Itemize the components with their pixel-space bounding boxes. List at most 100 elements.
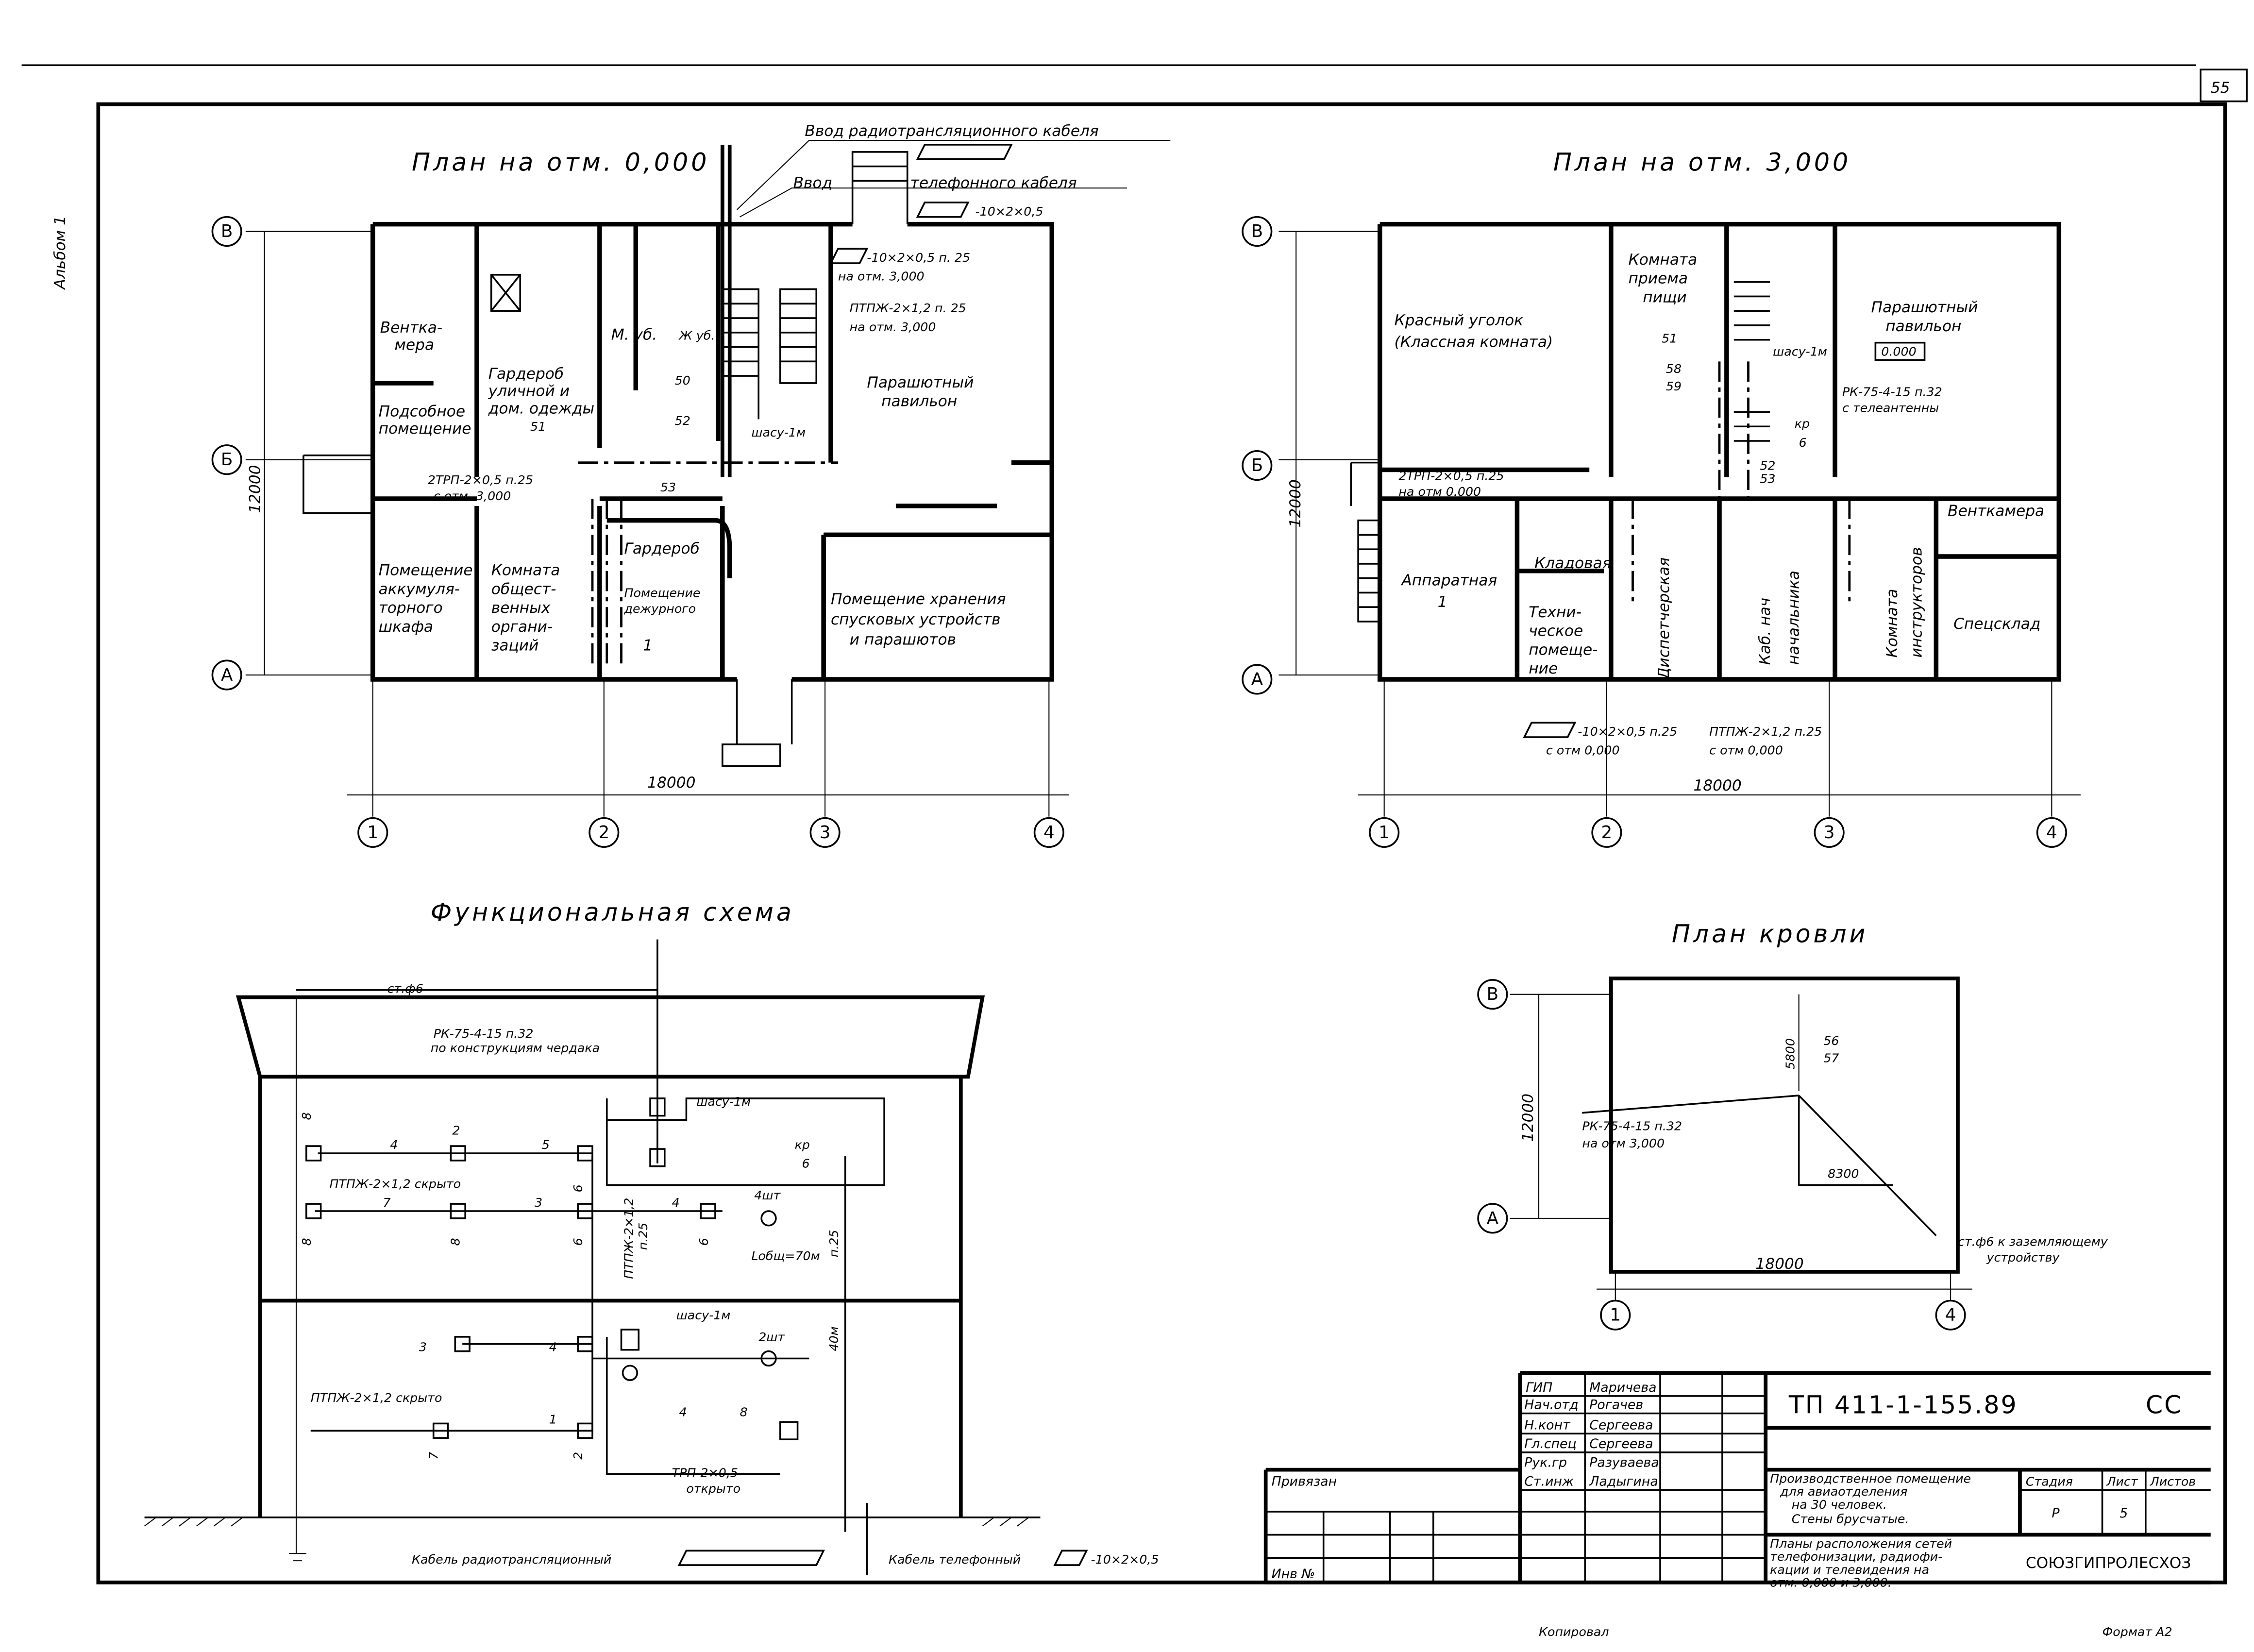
drawing-label: А [221,665,233,685]
drawing-line [577,1422,593,1439]
drawing-label: 6 [1799,436,1807,450]
drawing-label: кр [795,1138,810,1152]
drawing-label: с отм 0,000 [1709,743,1783,758]
drawing-label: Н.конт [1524,1417,1571,1433]
drawing-label: Лист [2106,1474,2138,1488]
drawing-line [1265,1373,2211,1583]
album-label: Альбом 1 [51,216,69,290]
drawing-label: РК-75-4-15 п.32 [1582,1119,1682,1133]
roof-axis-col-1: 1 [1600,1299,1631,1331]
drawing-label: 52 [675,414,690,428]
drawing-label: уличной и [488,383,570,400]
drawing-label: 1 [367,823,378,843]
document-code: ТП 411-1-155.89 [1788,1391,2018,1419]
drawing-label: открыто [686,1482,740,1496]
drawing-label: 2 [571,1452,585,1460]
drawing-label: 1 [1610,1305,1621,1325]
drawing-label: инструкторов [1908,547,1926,657]
drawing-label: Кладовая [1534,555,1611,572]
drawing-label: 3 [419,1340,427,1354]
drawing-line [589,817,620,848]
drawing-label: -10×2×0,5 п. 25 [867,251,970,265]
plan0-dimensions: 18000 12000 В Б А 1 2 3 4 [211,216,1069,848]
drawing-line [649,1148,666,1167]
drawing-label: Б [221,450,233,470]
drawing-label: 1 [1438,593,1447,611]
format-label: Формат А2 [2103,1625,2172,1639]
drawing-line [1591,817,1622,848]
drawing-label: Lобщ=70м [751,1249,820,1263]
drawing-label: 57 [1823,1051,1839,1065]
drawing-label: 58 [1666,362,1682,376]
drawing-label: 50 [675,373,690,388]
drawing-label: павильон [1885,318,1961,335]
drawing-line [620,1329,640,1351]
drawing-line [454,1336,471,1352]
drawing-line [809,817,841,848]
drawing-label: 2ТРП-2×0,5 п.25 [1398,469,1504,483]
drawing-label: шасу-1м [676,1308,731,1322]
drawing-label: шкафа [379,618,433,636]
drawing-line [760,1350,777,1367]
drawing-label: 8 [300,1238,314,1246]
drawing-line [1600,1299,1631,1331]
drawing-label: РК-75-4-15 п.32 [1842,385,1942,399]
roof-title: План кровли [1672,920,1868,948]
drawing-label: Комната [491,562,560,579]
drawing-label: Сергеева [1589,1417,1653,1433]
drawing-label: пищи [1643,288,1686,306]
drawing-label: п.25 [827,1230,841,1257]
drawing-label: Аппаратная [1400,572,1497,590]
drawing-label: 4 [390,1138,398,1152]
drawing-label: 4 [1043,823,1055,843]
plan3-cable-labels: 51 58 59 шасу-1м 0.000 РК-75-4-15 п.32 с… [1398,332,1942,758]
drawing-label: Парашютный [867,374,974,391]
drawing-label: 4 [549,1340,557,1354]
plan3-dimensions: 18000 12000 В Б А 1 2 3 4 [1242,216,2081,848]
drawing-label: В [221,221,233,241]
drawing-label: Комната [1629,251,1698,269]
plan0-axis-row-v: В [211,216,242,247]
drawing-label: Ввод радиотрансляционного кабеля [805,122,1098,140]
drawing-label: В [1487,984,1498,1004]
drawing-label: -10×2×0,5 [976,204,1043,219]
drawing-label: венных [491,599,551,617]
drawing-line [1609,977,1960,1274]
drawing-label: В [1251,221,1263,241]
drawing-label: аккумуля- [379,580,460,598]
drawing-label: ние [1529,660,1558,677]
drawing-label: спусковых устройств [831,611,1001,628]
drawing-label: Подсобное [379,403,465,420]
drawing-line [649,1097,666,1117]
plan3-rooms: Красный уголок(Классная комната) Комната… [1394,251,2044,680]
plan3-dim-height: 12000 [1287,479,1304,527]
drawing-label: ТРП-2×0,5 [672,1466,738,1480]
drawing-label: 2ТРП-2×0,5 п.25 [428,473,533,487]
plan3-axis-col-2: 2 [1591,817,1622,848]
drawing-label: 59 [1666,379,1682,393]
copied-label: Копировал [1539,1625,1609,1639]
drawing-line [296,939,885,1186]
drawing-label: на отм. 3,000 [838,270,925,284]
linked-label: Привязан [1272,1474,1337,1489]
drawing-label: 40м [827,1326,841,1351]
drawing-line [305,1203,322,1219]
drawing-label: шасу-1м [1773,344,1827,358]
functional-scheme: Функциональная схема ст.ф6 РК-75-4-15 п.… [144,898,1159,1575]
drawing-line [1350,281,1770,623]
drawing-label: 8 [740,1405,748,1419]
drawing-line [144,997,1029,1562]
drawing-line [450,1145,466,1162]
drawing-line [2036,817,2067,848]
plan0-axis-col-3: 3 [809,817,841,848]
roof-axis-row-v: В [1477,979,1508,1010]
drawing-label: помеще- [1529,641,1598,658]
drawing-line [577,1203,593,1219]
drawing-label: Помещение [624,586,700,600]
drawing-label: 2 [452,1123,460,1137]
drawing-line [1242,664,1273,695]
plan-level-3: План на отм. 3,000 18000 12000 В Б А 1 2… [1242,148,2081,848]
drawing-label: Красный уголок [1394,312,1523,329]
